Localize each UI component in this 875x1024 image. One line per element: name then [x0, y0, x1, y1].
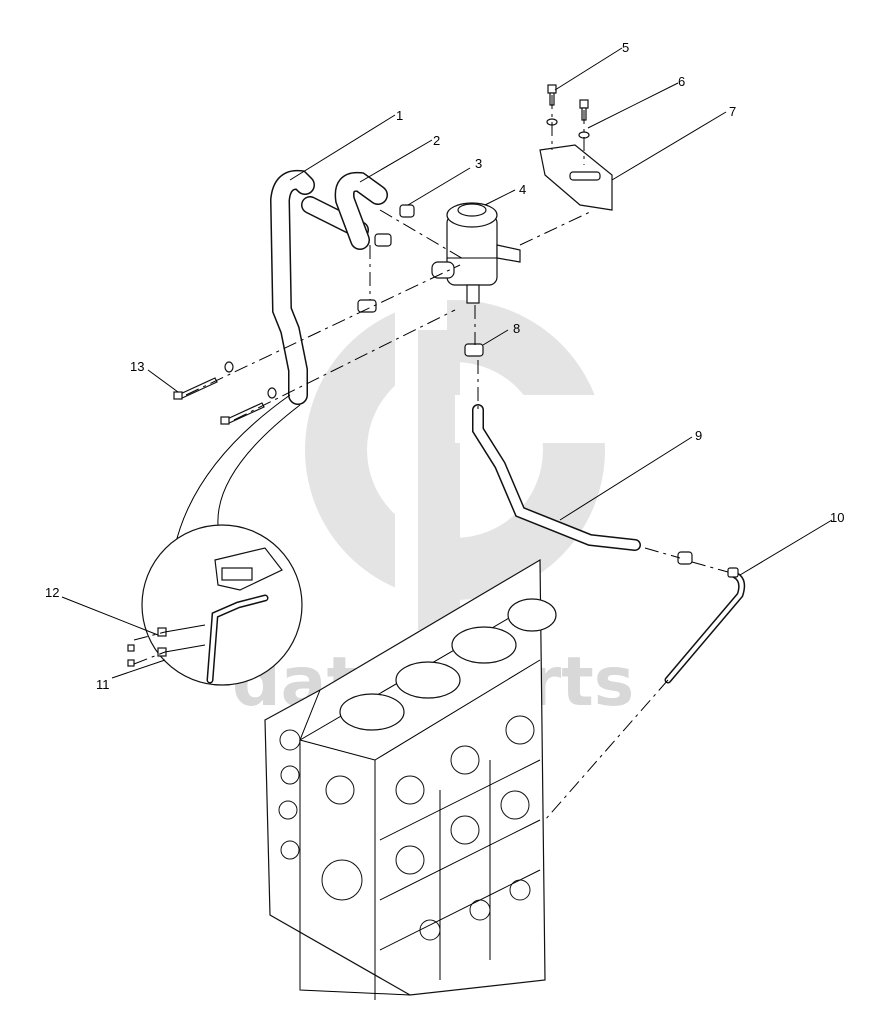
callout-2: 2 — [433, 133, 440, 148]
callout-6: 6 — [678, 74, 685, 89]
clamp-8 — [464, 343, 484, 357]
callout-10: 10 — [830, 510, 844, 525]
leader-lines — [61, 47, 833, 679]
watermark-logo — [305, 300, 605, 630]
callout-7: 7 — [729, 104, 736, 119]
callout-13: 13 — [130, 359, 144, 374]
callout-1: 1 — [396, 108, 403, 123]
callout-12: 12 — [45, 585, 59, 600]
engine-block — [264, 558, 557, 1000]
pipe-10 — [664, 567, 746, 684]
oil-separator-4 — [431, 202, 521, 304]
hose-2 — [334, 171, 388, 250]
clamp-lower — [357, 233, 392, 313]
bracket-7 — [539, 144, 613, 211]
clamp-3 — [399, 204, 415, 218]
callout-4: 4 — [519, 182, 526, 197]
callout-11: 11 — [96, 677, 110, 692]
assembly-lines — [133, 95, 729, 821]
callout-labels: 1 2 3 4 5 6 7 8 9 10 11 12 13 — [45, 40, 844, 692]
callout-8: 8 — [513, 321, 520, 336]
callout-3: 3 — [475, 156, 482, 171]
screw-11 — [127, 644, 135, 667]
hose-9 — [472, 404, 693, 565]
callout-5: 5 — [622, 40, 629, 55]
detail-inset — [141, 394, 303, 686]
callout-9: 9 — [695, 428, 702, 443]
